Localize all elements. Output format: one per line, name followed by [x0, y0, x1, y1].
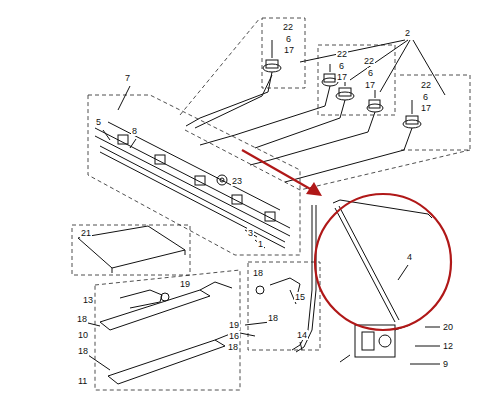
callout-number: 18 [252, 268, 264, 278]
callout-number: 18 [76, 314, 88, 324]
callout-number: 16 [228, 331, 240, 341]
callout-number: 9 [442, 359, 449, 369]
callout-number: 6 [422, 92, 429, 102]
callout-number: 18 [227, 342, 239, 352]
callout-number: 14 [296, 330, 308, 340]
callout-number: 1 [257, 239, 264, 249]
callout-number: 17 [420, 103, 432, 113]
callout-number: 17 [283, 45, 295, 55]
callout-number: 22 [420, 80, 432, 90]
callout-number: 13 [82, 295, 94, 305]
callout-number: 12 [442, 341, 454, 351]
callout-number: 20 [442, 322, 454, 332]
callout-number: 5 [95, 117, 102, 127]
callout-number: 22 [336, 49, 348, 59]
callout-number: 8 [131, 126, 138, 136]
callout-number: 17 [336, 72, 348, 82]
callout-number: 19 [179, 279, 191, 289]
callout-number: 23 [231, 176, 243, 186]
callout-number: 3 [247, 228, 254, 238]
callout-number: 18 [77, 346, 89, 356]
callout-number: 6 [338, 61, 345, 71]
callout-number: 18 [267, 313, 279, 323]
callout-number: 10 [77, 330, 89, 340]
callout-number: 6 [285, 34, 292, 44]
callout-number: 11 [77, 376, 88, 386]
callout-number: 2 [404, 28, 411, 38]
callout-number: 17 [364, 80, 376, 90]
callout-number: 4 [406, 252, 413, 262]
callout-number: 19 [228, 320, 240, 330]
callout-number: 21 [80, 228, 92, 238]
callout-number: 7 [124, 73, 131, 83]
callout-number: 22 [282, 22, 294, 32]
callout-number: 15 [294, 292, 306, 302]
callout-number: 22 [363, 56, 375, 66]
callout-number: 6 [367, 68, 374, 78]
